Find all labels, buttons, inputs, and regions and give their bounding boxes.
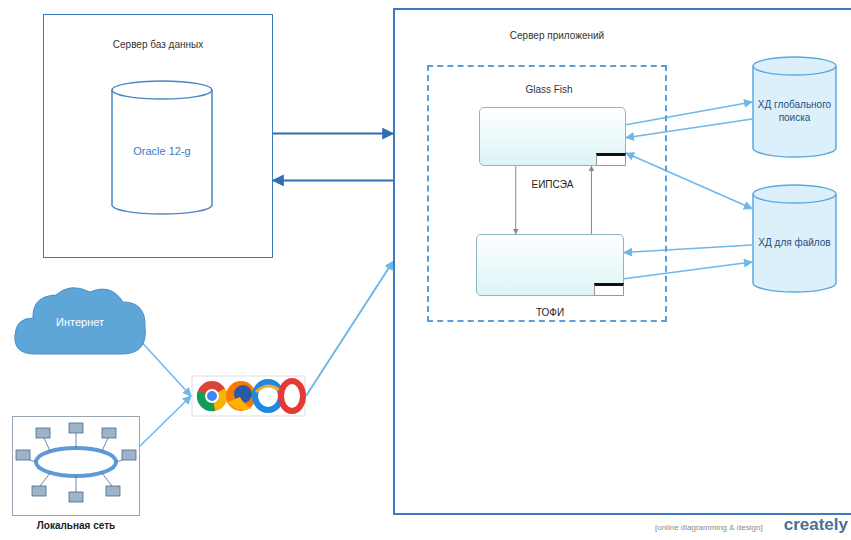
watermark-logo: creately [784,515,848,535]
node-label: Локальная сеть [3,520,149,533]
node-label: ТОФИ [467,307,633,320]
connector-line [306,262,393,397]
internet-cloud: Интернет [10,280,150,362]
node-label: ЕИПСЭА [470,179,635,192]
module-box: ЕИПСЭА [479,107,626,166]
node-label: ХД глобального поиска [755,99,834,124]
storage-cylinder: ХД для файлов [752,185,837,292]
connector-line [273,133,393,135]
watermark-text: [online diagramming & design] [655,523,763,532]
browser-icons [192,376,305,416]
connector [624,245,752,253]
connector [591,166,592,234]
connector [624,262,752,279]
connector [515,166,516,234]
network-box: Локальная сеть [12,416,140,516]
connector-line [139,339,191,396]
connector-line [306,262,393,397]
port-marker [596,153,626,166]
connector-line [140,396,191,446]
node-label: ХД для файлов [755,237,834,250]
connector [273,133,393,134]
server-box: Сервер приложенийGlass FishЕИПСЭА ТОФИ ХД … [393,8,851,515]
connector [273,180,393,181]
database-cylinder: Oracle 12-g [111,81,213,214]
connector [626,119,752,138]
connector-line [515,166,516,234]
connector [626,153,752,209]
network-illustration [16,423,136,502]
connector-line [624,262,752,279]
node-label: Интернет [13,316,147,330]
module-box: ТОФИ [476,234,624,296]
connector [140,262,393,447]
port-marker [594,283,624,296]
node-label: Glass Fish [499,84,599,97]
connector-line [624,245,752,253]
container-box: Glass FishЕИПСЭА ТОФИ [427,65,667,322]
node-label: Сервер баз данных [47,39,269,52]
node-label: Oracle 12-g [114,145,210,159]
connector-line [626,119,752,138]
connector [139,262,393,397]
storage-cylinder: ХД глобального поиска [752,57,837,157]
server-box: Сервер баз данныхOracle 12-g [43,14,273,258]
connector-line [273,179,393,181]
connector-line [626,153,752,209]
node-label: Сервер приложений [482,30,632,43]
connector-line [591,166,592,234]
